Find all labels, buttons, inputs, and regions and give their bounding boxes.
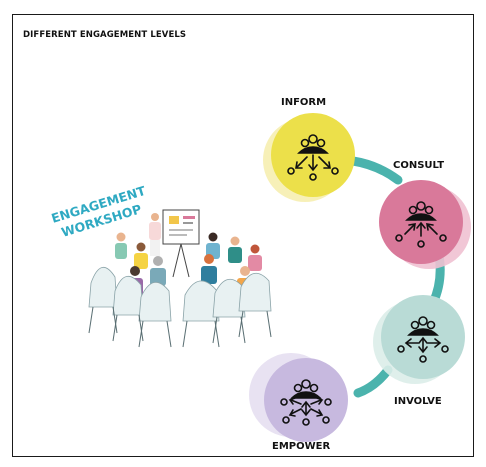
diagram-frame: DIFFERENT ENGAGEMENT LEVELS ENGAGEMENT W… (12, 14, 474, 457)
label-consult: CONSULT (393, 160, 445, 171)
label-involve: INVOLVE (394, 396, 442, 407)
inform-icon (287, 134, 339, 181)
diagram-title: DIFFERENT ENGAGEMENT LEVELS (23, 30, 187, 40)
empower-icon (280, 379, 332, 426)
participant (115, 232, 127, 259)
level-involve (373, 295, 465, 384)
participant (150, 256, 166, 286)
chair (212, 279, 246, 318)
diagram-canvas: ENGAGEMENT WORKSHOP (49, 113, 471, 442)
chair (238, 273, 272, 312)
level-consult (379, 180, 471, 269)
empower-circle (264, 358, 348, 442)
label-empower: EMPOWER (272, 441, 331, 452)
chair (138, 282, 172, 322)
label-inform: INFORM (281, 97, 327, 108)
participant (228, 236, 242, 263)
chair (88, 267, 118, 308)
presenter-figure (149, 213, 161, 256)
workshop-illustration: ENGAGEMENT WORKSHOP (49, 183, 272, 348)
chairs (88, 267, 272, 348)
level-empower (249, 353, 348, 442)
presentation-board (162, 209, 200, 278)
participant (134, 242, 148, 269)
chair (112, 276, 144, 316)
participant (248, 244, 262, 271)
connector-involve-empower (353, 365, 393, 398)
connector-inform-consult (348, 156, 403, 185)
participant (201, 254, 217, 284)
workshop-caption: ENGAGEMENT WORKSHOP (49, 183, 147, 240)
level-inform (263, 113, 355, 202)
consult-icon (395, 201, 447, 248)
involve-icon (397, 316, 449, 363)
